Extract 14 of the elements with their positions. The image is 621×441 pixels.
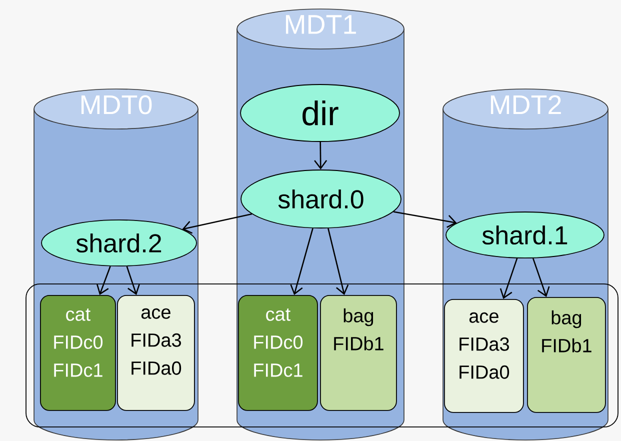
rounded-box: cat FIDc0 FIDc1 (40, 295, 116, 411)
arrow (500, 258, 518, 299)
arrow (532, 258, 550, 297)
arrow (290, 228, 314, 295)
arrow (314, 142, 328, 170)
arrow (126, 266, 140, 295)
rounded-box: bag FIDb1 (320, 295, 397, 411)
arrow (328, 228, 349, 295)
arrow (96, 266, 111, 295)
arrow (393, 211, 457, 228)
rounded-box: ace FIDa3 FIDa0 (117, 295, 195, 411)
rounded-box: bag FIDb1 (527, 297, 606, 413)
rounded-box: cat FIDc0 FIDc1 (238, 295, 318, 411)
rounded-box: ace FIDa3 FIDa0 (444, 299, 524, 413)
